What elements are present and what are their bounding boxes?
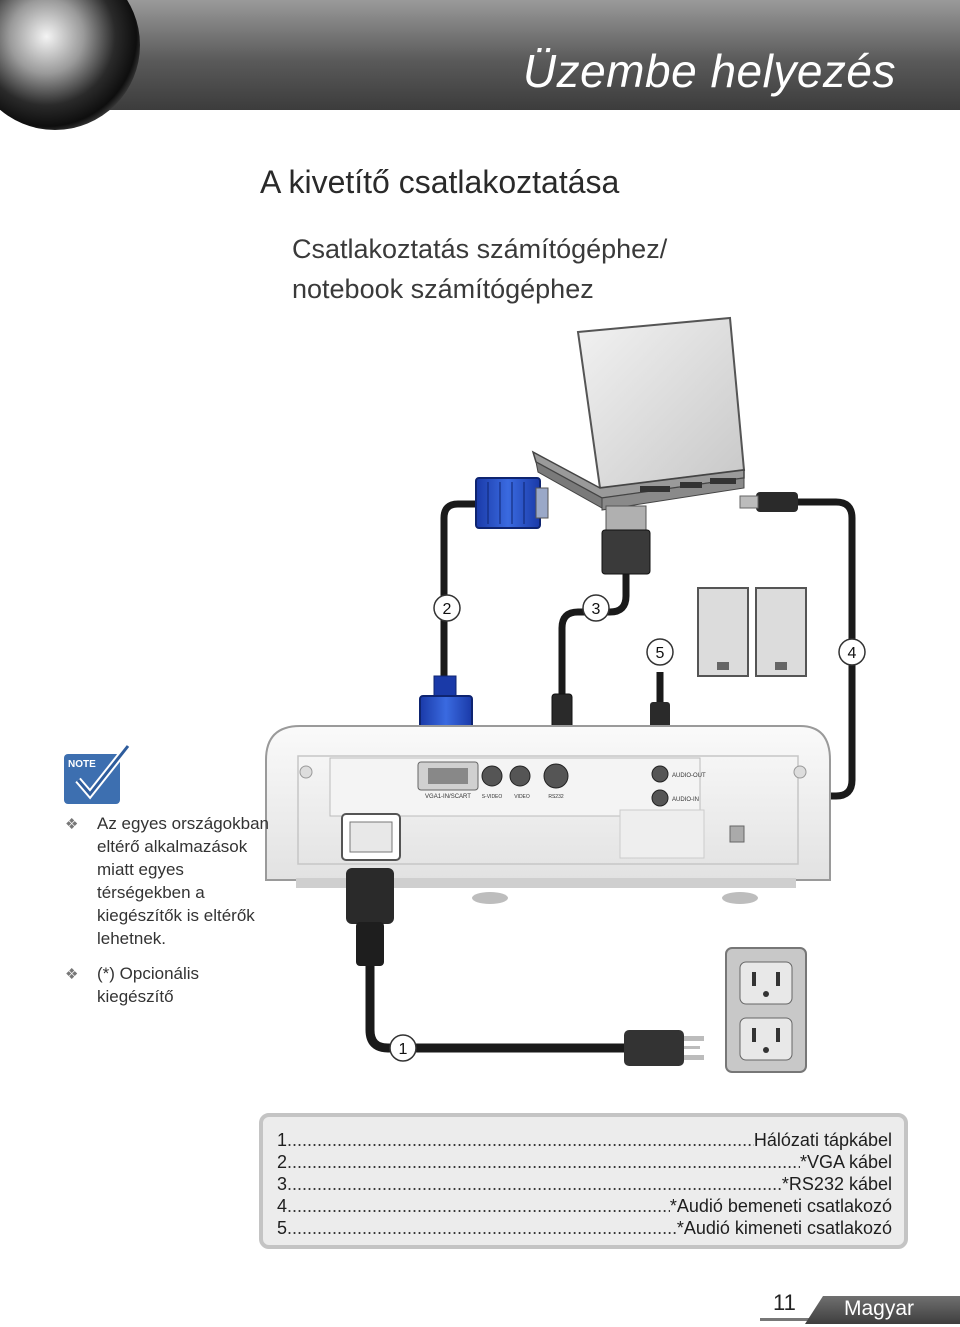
diamond-bullet-icon: ❖ bbox=[65, 816, 79, 833]
power-plug-wall bbox=[624, 1030, 704, 1066]
legend-leader-dots bbox=[287, 1129, 754, 1151]
legend-box: 1 Hálózati tápkábel 2 *VGA kábel 3 *RS23… bbox=[259, 1113, 908, 1249]
legend-leader-dots bbox=[287, 1217, 677, 1239]
legend-number: 3 bbox=[277, 1174, 288, 1194]
callout-5: 5 bbox=[646, 638, 674, 666]
note-item: ❖ (*) Opcionális kiegészítő bbox=[62, 962, 272, 1008]
vga-plug-top bbox=[475, 477, 549, 529]
legend-label: *Audió bemeneti csatlakozó bbox=[669, 1196, 892, 1216]
section-title: A kivetítő csatlakoztatása bbox=[260, 164, 620, 200]
subtitle-line-1: Csatlakoztatás számítógéphez/ bbox=[292, 234, 668, 264]
notes-list: ❖ Az egyes országokban eltérő alkalmazás… bbox=[62, 812, 272, 1020]
wall-outlet-illustration bbox=[725, 947, 807, 1073]
callout-1-label: 1 bbox=[399, 1041, 408, 1058]
callout-5-label: 5 bbox=[656, 645, 665, 662]
legend-number: 4 bbox=[277, 1196, 288, 1216]
note-text: Az egyes országokban eltérő alkalmazások… bbox=[97, 814, 269, 948]
legend-number: 1 bbox=[277, 1130, 288, 1150]
rs232-plug-top bbox=[601, 505, 651, 575]
audio-plug-top bbox=[739, 492, 798, 512]
port-video-label: VIDEO bbox=[514, 794, 530, 800]
header-bar: Üzembe helyezés bbox=[0, 0, 960, 130]
section-subtitle: Csatlakoztatás számítógéphez/ notebook s… bbox=[292, 229, 667, 309]
legend-number: 2 bbox=[277, 1152, 288, 1172]
legend-number: 5 bbox=[277, 1218, 288, 1238]
callout-4-label: 4 bbox=[848, 645, 857, 662]
subtitle-line-2: notebook számítógéphez bbox=[292, 274, 594, 304]
callout-4: 4 bbox=[838, 638, 866, 666]
speakers-illustration bbox=[697, 587, 807, 677]
port-audio-in-label: AUDIO-IN bbox=[672, 797, 699, 803]
legend-leader-dots bbox=[287, 1195, 670, 1217]
callout-3: 3 bbox=[582, 594, 610, 622]
callout-1: 1 bbox=[389, 1034, 417, 1062]
legend-leader-dots bbox=[287, 1151, 800, 1173]
laptop-illustration bbox=[531, 316, 746, 511]
legend-label: Hálózati tápkábel bbox=[753, 1130, 892, 1150]
callout-2: 2 bbox=[433, 594, 461, 622]
port-rs232-label: RS232 bbox=[548, 794, 564, 800]
port-svideo-label: S-VIDEO bbox=[482, 794, 503, 800]
note-icon-label: NOTE bbox=[68, 759, 96, 770]
callout-3-label: 3 bbox=[592, 601, 601, 618]
language-label: Magyar bbox=[844, 1297, 915, 1320]
callout-2-label: 2 bbox=[443, 601, 452, 618]
legend-row: 5 *Audió kimeneti csatlakozó bbox=[277, 1217, 892, 1239]
legend-leader-dots bbox=[287, 1173, 782, 1195]
note-icon: NOTE bbox=[64, 744, 130, 804]
port-vga-label: VGA1-IN/SCART bbox=[425, 794, 471, 800]
note-text: (*) Opcionális kiegészítő bbox=[97, 964, 200, 1006]
legend-row: 3 *RS232 kábel bbox=[277, 1173, 892, 1195]
legend-row: 4 *Audió bemeneti csatlakozó bbox=[277, 1195, 892, 1217]
legend-row: 2 *VGA kábel bbox=[277, 1151, 892, 1173]
header-title: Üzembe helyezés bbox=[522, 45, 896, 97]
language-tab bbox=[805, 1296, 960, 1324]
legend-row: 1 Hálózati tápkábel bbox=[277, 1129, 892, 1151]
connection-diagram: 2 3 5 4 VGA1-IN/SCART S-VIDEO VIDEO RS23… bbox=[265, 316, 866, 1073]
legend-label: *Audió kimeneti csatlakozó bbox=[676, 1218, 892, 1238]
page-number: 11 bbox=[773, 1290, 796, 1315]
port-audio-out-label: AUDIO-OUT bbox=[672, 773, 706, 779]
legend-label: *VGA kábel bbox=[799, 1152, 892, 1172]
projector-illustration: VGA1-IN/SCART S-VIDEO VIDEO RS232 AUDIO-… bbox=[265, 725, 831, 904]
legend-label: *RS232 kábel bbox=[781, 1174, 892, 1194]
power-plug-projector bbox=[346, 868, 394, 966]
diamond-bullet-icon: ❖ bbox=[65, 966, 79, 983]
note-item: ❖ Az egyes országokban eltérő alkalmazás… bbox=[62, 812, 272, 950]
